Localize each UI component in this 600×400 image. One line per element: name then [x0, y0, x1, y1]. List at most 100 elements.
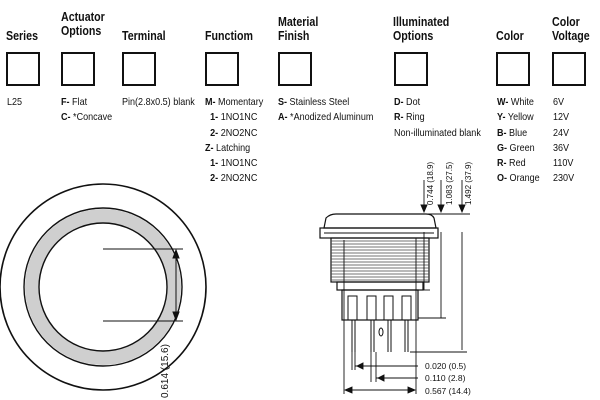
- switch-base: [341, 289, 419, 321]
- option-code: A-: [278, 111, 288, 124]
- voltage-box: [552, 52, 586, 86]
- side-view-drawing: [319, 213, 439, 352]
- header-series: Series: [6, 28, 39, 43]
- option-label: White: [510, 96, 534, 108]
- option-code: 1-: [210, 157, 219, 170]
- option-label: Flat: [72, 96, 88, 108]
- series-value: L25: [7, 96, 23, 108]
- threaded-body: [330, 237, 430, 283]
- illuminated-option: Non-illuminated blank: [394, 126, 481, 141]
- height-1-label: 0.744 (18.9): [426, 162, 435, 205]
- material-option: A- *Anodized Aluminum: [278, 110, 373, 125]
- function-option: 2- 2NO2NC: [205, 171, 263, 186]
- header-voltage-line2: Voltage: [552, 28, 590, 43]
- option-label: 2NO2NC: [220, 126, 258, 139]
- option-code: 2-: [210, 126, 219, 139]
- option-code: R-: [394, 111, 404, 124]
- option-label: Latching: [216, 141, 251, 154]
- header-function: Functiom: [205, 28, 253, 43]
- height-3-label: 1.492 (37.9): [464, 162, 473, 205]
- voltage-option: 36V: [553, 141, 570, 154]
- color-option: G- Green: [497, 141, 540, 156]
- overall-width-label: 0.567 (14.4): [425, 386, 471, 396]
- illuminated-option: D- Dot: [394, 95, 481, 110]
- option-label: Yellow: [507, 111, 534, 124]
- header-voltage-line1: Color: [552, 14, 580, 29]
- option-label: Ring: [406, 111, 425, 124]
- option-code: C-: [61, 111, 71, 124]
- voltage-option: 24V: [553, 126, 570, 139]
- option-code: F-: [61, 96, 70, 108]
- header-material-finish: Material Finish: [278, 15, 318, 43]
- option-label: Stainless Steel: [289, 96, 350, 108]
- option-label: 1NO1NC: [220, 111, 258, 124]
- option-label: Red: [509, 157, 526, 170]
- illuminated-option: R- Ring: [394, 110, 481, 125]
- option-label: *Concave: [73, 111, 113, 124]
- option-code: R-: [497, 157, 507, 170]
- voltage-option: 12V: [553, 111, 570, 124]
- terminal-value: Pin(2.8x0.5) blank: [122, 96, 195, 108]
- function-option: M- Momentary: [205, 95, 263, 110]
- voltage-option: 230V: [553, 172, 575, 185]
- option-code: W-: [497, 96, 509, 108]
- option-code: O-: [497, 172, 508, 185]
- height-2-label: 1.083 (27.5): [445, 162, 454, 205]
- color-option: W- White: [497, 95, 540, 110]
- color-options: W- White Y- Yellow B- Blue G- Green R- R…: [497, 95, 540, 187]
- header-color-voltage: Color Voltage: [552, 15, 590, 43]
- height-dimensions: [410, 180, 470, 353]
- pin-width-label: 0.110 (2.8): [425, 373, 466, 383]
- material-box: [278, 52, 312, 86]
- voltage-option: 110V: [553, 157, 574, 170]
- illuminated-options: D- Dot R- Ring Non-illuminated blank: [394, 95, 481, 141]
- illumination-ring: [25, 209, 181, 365]
- color-option: Y- Yellow: [497, 110, 540, 125]
- material-options: S- Stainless Steel A- *Anodized Aluminum: [278, 95, 373, 126]
- option-label: Momentary: [218, 96, 264, 108]
- header-illuminated-line2: Options: [393, 28, 434, 43]
- front-bezel: [0, 183, 207, 391]
- option-label: Orange: [509, 172, 540, 185]
- function-option: 1- 1NO1NC: [205, 110, 263, 125]
- actuator-box: [61, 52, 95, 86]
- mounting-nut: [336, 281, 424, 291]
- voltage-options: 6V 12V 24V 36V 110V 230V: [553, 95, 574, 187]
- actuator-cap: [323, 213, 437, 229]
- option-code: G-: [497, 141, 508, 154]
- header-material-line2: Finish: [278, 28, 310, 43]
- middle-ring: [23, 207, 183, 367]
- pin-thickness-label: 0.020 (0.5): [425, 361, 466, 371]
- header-actuator-line1: Actuator: [61, 9, 105, 24]
- function-options: M- Momentary 1- 1NO1NC 2- 2NO2NC Z- Latc…: [205, 95, 263, 187]
- outer-bezel-ring: [0, 183, 207, 391]
- option-label: Dot: [406, 96, 421, 108]
- header-material-line1: Material: [278, 14, 319, 29]
- option-code: 1-: [210, 111, 219, 124]
- option-label: 1NO1NC: [220, 157, 258, 170]
- color-option: B- Blue: [497, 126, 540, 141]
- option-code: Y-: [497, 111, 506, 124]
- terminal-pins: [347, 295, 412, 352]
- option-code: Z-: [205, 141, 214, 154]
- inner-ring-edge: [38, 222, 168, 352]
- option-code: D-: [394, 96, 404, 108]
- actuator-option: C- *Concave: [61, 110, 112, 125]
- option-label: *Anodized Aluminum: [290, 111, 374, 124]
- header-terminal: Terminal: [122, 28, 166, 43]
- option-code: S-: [278, 96, 288, 108]
- actuator-options: F- Flat C- *Concave: [61, 95, 112, 126]
- header-actuator-line2: Options: [61, 23, 102, 38]
- function-option: Z- Latching: [205, 141, 263, 156]
- terminal-options: Pin(2.8x0.5) blank: [122, 95, 195, 110]
- voltage-option: 6V: [553, 96, 565, 108]
- function-box: [205, 52, 239, 86]
- option-label: Green: [509, 141, 535, 154]
- color-box: [496, 52, 530, 86]
- option-code: 2-: [210, 172, 219, 185]
- front-diameter-label: 0.614 (15.6): [160, 344, 171, 398]
- thread-lines: [331, 240, 429, 281]
- option-code: M-: [205, 96, 216, 108]
- front-diameter-dimension: [103, 248, 183, 322]
